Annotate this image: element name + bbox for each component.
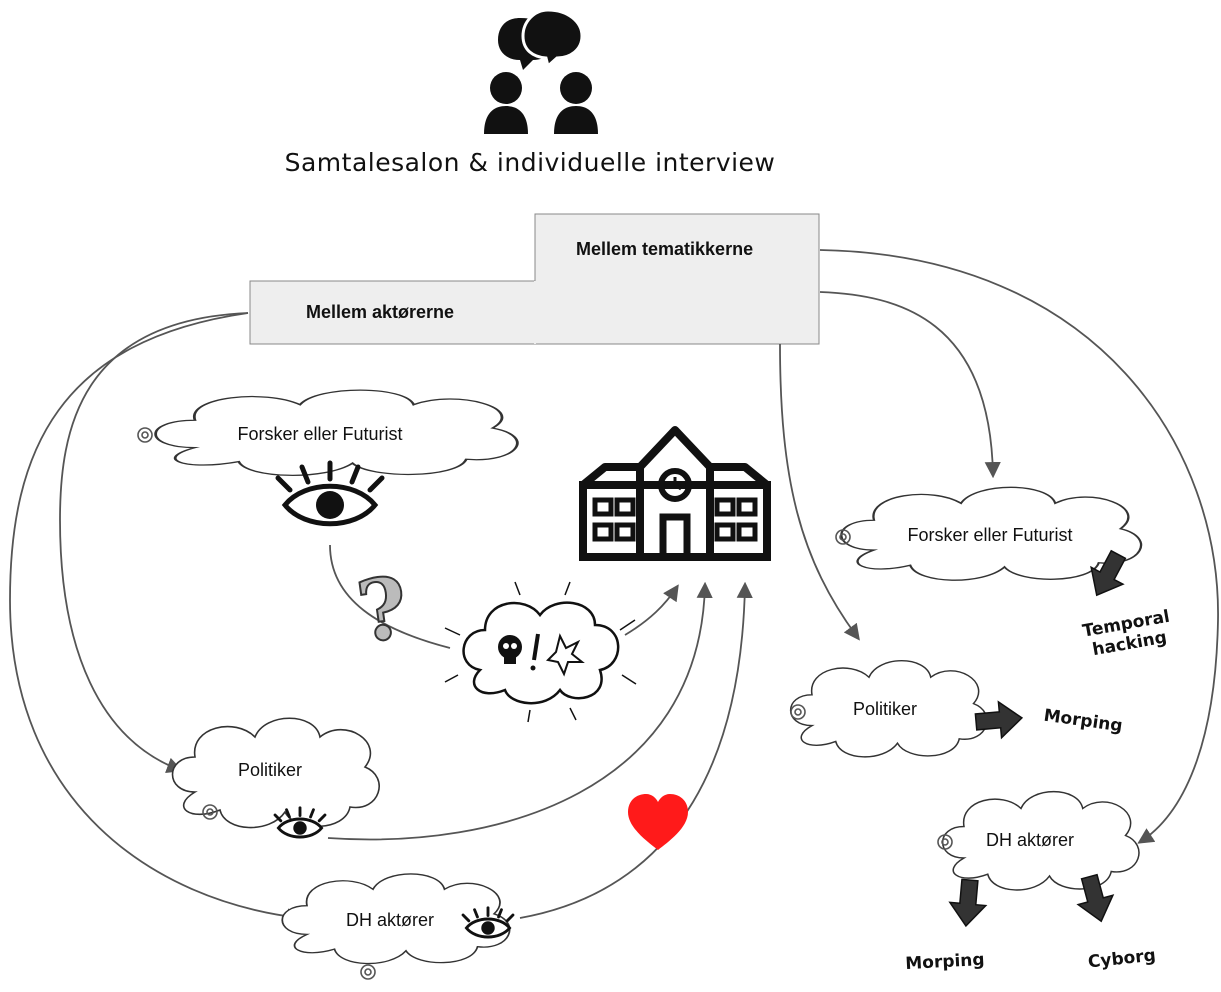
box-label-aktorerne: Mellem aktørerne [306,302,455,322]
arrow-to-right-dh [819,249,1219,844]
eye-icon [275,460,385,527]
arrow-politiker-to-school [327,581,713,841]
left-dh-label: DH aktører [345,910,434,930]
school-building-icon [579,426,771,561]
arrow-to-left-politiker [59,312,249,774]
angry-cloud-icon [444,581,637,723]
arrow-cloud-to-school [624,584,679,636]
left-forsker-label: Forsker eller Futurist [237,424,403,444]
eye-icon-politiker [273,806,327,839]
page-title: Samtalesalon & individuelle interview [284,148,776,177]
arrow-icon-morping-1 [974,700,1024,740]
left-politiker-label: Politiker [237,760,303,780]
arrow-to-right-forsker [819,291,1001,479]
right-politiker-label: Politiker [852,699,918,719]
arrow-icon-morping-2 [948,878,988,928]
arrow-icon-cyborg [1076,873,1115,923]
right-forsker-label: Forsker eller Futurist [907,525,1073,545]
box-label-tematikkerne: Mellem tematikkerne [576,239,754,259]
arrow-to-left-dh [9,312,304,925]
arrow-to-right-politiker [779,343,860,641]
arrow-forsker-to-cloud [329,544,451,649]
people-chat-icon [484,8,598,134]
heart-icon [628,794,688,850]
upper-box [534,213,820,345]
eye-icon-dh [461,906,515,939]
arrow-icon-temporal [1090,549,1127,597]
right-dh-label: DH aktører [985,830,1074,850]
